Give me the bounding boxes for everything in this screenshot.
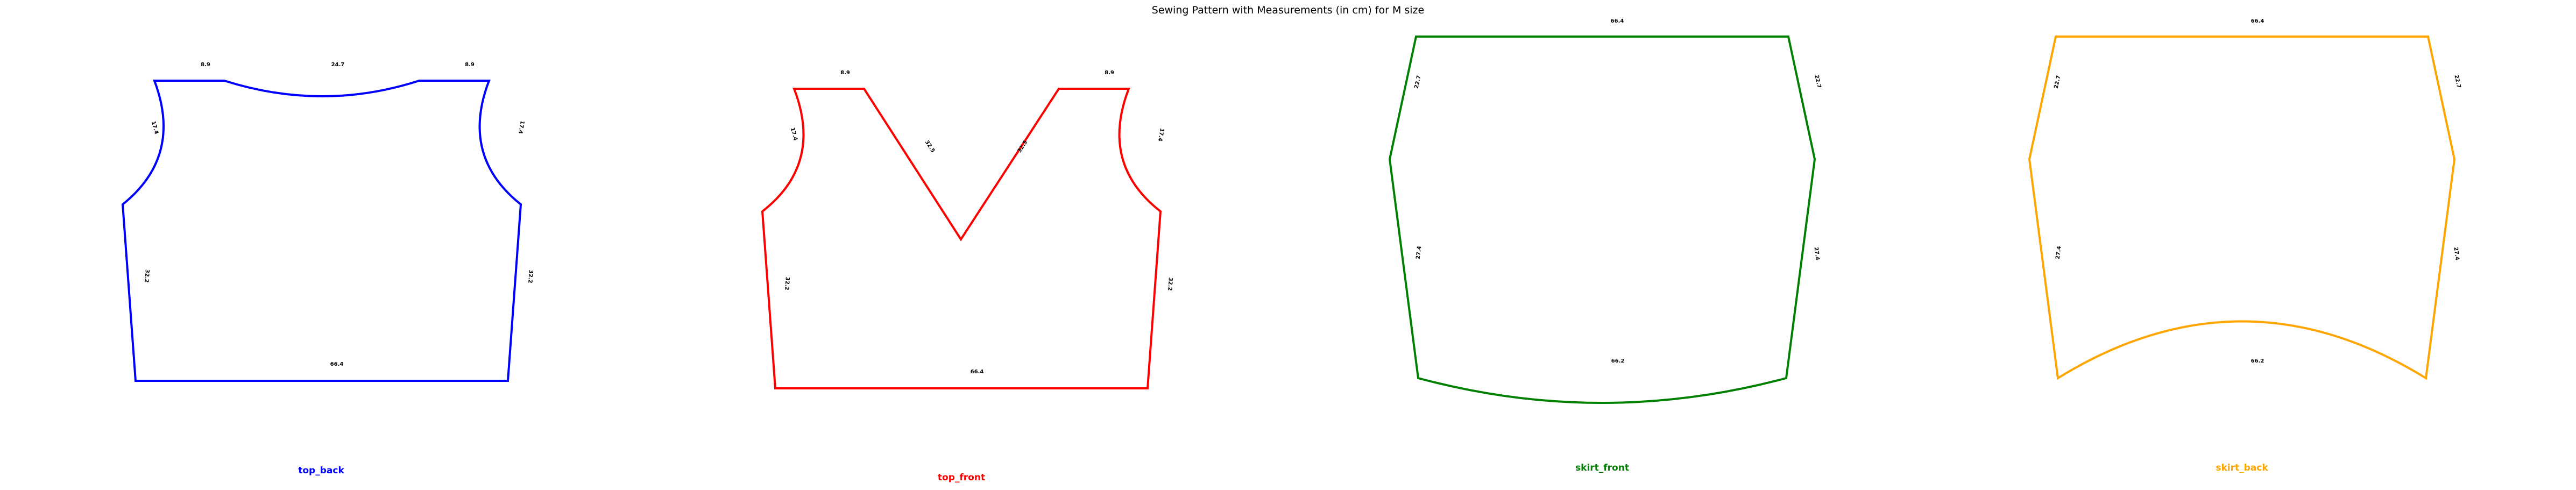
top-front-armhole-left-label: 17.4 (789, 127, 798, 141)
top-back-piece: 8.9 24.7 8.9 17.4 17.4 32.2 32.2 66.4 to… (121, 62, 534, 476)
skirt-front-side-left-label: 27.4 (1416, 246, 1423, 260)
top-back-piece-label: top_back (298, 465, 344, 476)
top-front-side-right-label: 32.2 (1166, 277, 1173, 290)
top-back-hem-label: 66.4 (330, 361, 344, 367)
top-back-armhole-right-label: 17.4 (517, 120, 525, 134)
top-front-armhole-right-label: 17.4 (1157, 127, 1165, 141)
skirt-back-side-left-label: 27.4 (2055, 246, 2063, 260)
top-back-armhole-left-label: 17.4 (150, 120, 159, 135)
top-back-shoulder-right-label: 8.9 (465, 62, 475, 68)
skirt-front-hip-right-label: 22.7 (1813, 74, 1822, 88)
skirt-front-piece-label: skirt_front (1575, 463, 1629, 473)
skirt-back-piece: 66.4 22.7 22.7 27.4 27.4 66.2 skirt_back (2028, 18, 2461, 473)
skirt-front-piece: 66.4 22.7 22.7 27.4 27.4 66.2 skirt_fron… (1388, 18, 1822, 473)
top-front-neckline-left-label: 32.5 (924, 139, 936, 154)
top-front-outline (761, 88, 1162, 389)
top-front-hem-label: 66.4 (971, 369, 984, 375)
skirt-back-hip-left-label: 22.7 (2054, 75, 2062, 89)
skirt-back-piece-label: skirt_back (2216, 463, 2268, 473)
skirt-back-waist-label: 66.4 (2251, 18, 2264, 24)
top-front-shoulder-right-label: 8.9 (1105, 70, 1114, 76)
top-front-shoulder-left-label: 8.9 (840, 70, 850, 76)
figure-title: Sewing Pattern with Measurements (in cm)… (1152, 4, 1424, 16)
top-back-side-left-label: 32.2 (143, 269, 150, 282)
skirt-front-hem-label: 66.2 (1611, 358, 1625, 364)
skirt-back-hip-right-label: 22.7 (2453, 74, 2461, 88)
top-front-side-left-label: 32.2 (783, 276, 790, 290)
top-back-neckline-label: 24.7 (331, 62, 345, 68)
skirt-front-hip-left-label: 22.7 (1414, 75, 1423, 89)
skirt-back-hem-label: 66.2 (2251, 358, 2264, 364)
top-front-piece: 8.9 8.9 32.5 32.5 17.4 17.4 32.2 32.2 66… (761, 70, 1173, 483)
skirt-front-outline (1388, 35, 1816, 404)
skirt-back-side-right-label: 27.4 (2453, 247, 2460, 261)
top-back-shoulder-left-label: 8.9 (201, 62, 210, 68)
top-front-neckline-right-label: 32.5 (1017, 139, 1029, 154)
top-back-side-right-label: 32.2 (527, 269, 534, 283)
skirt-front-side-right-label: 27.4 (1813, 247, 1821, 261)
skirt-back-outline (2028, 35, 2456, 380)
top-front-piece-label: top_front (938, 472, 985, 483)
skirt-front-waist-label: 66.4 (1611, 18, 1624, 24)
top-back-outline (121, 80, 522, 382)
